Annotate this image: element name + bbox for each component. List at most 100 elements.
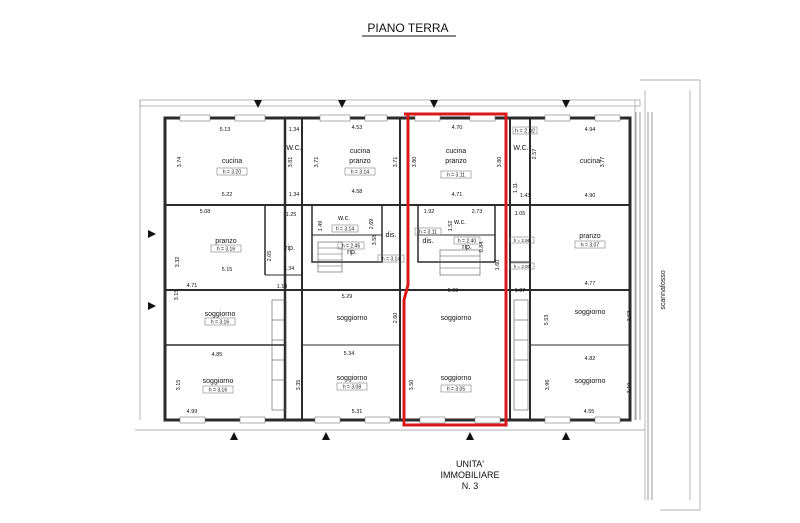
dimension: 2.73 [472,209,483,215]
height-tag: h = 3.11 [419,230,437,236]
room-name: dis. [423,238,434,245]
height-tag: h = 3.16 [217,247,235,253]
dimension: 2.05 [267,251,273,262]
dimension: h = 2.00 [514,264,531,269]
height-tag: h = 3.11 [447,173,465,179]
height-tag: h = 3.07 [581,243,599,249]
dimension: 5.08 [200,209,211,215]
scannafosso-strip [635,112,653,500]
dimension: 1.34 [289,127,300,133]
room-name: pranzo [445,158,467,165]
height-tag: h = 3.14 [351,170,369,176]
dimension: 2.69 [369,219,375,230]
unit-label-line2: IMMOBILIARE [440,470,499,480]
room-name: rip. [347,249,357,256]
dimension: 3.71 [314,157,320,168]
room-name: soggiorno [337,375,368,382]
room-name: soggiorno [575,378,606,385]
dimension: 4.71 [452,192,463,198]
dimension: 2.57 [532,149,538,160]
dimension: 4.82 [585,356,596,362]
dimension: 4.70 [452,125,463,131]
dimension: 1.07 [515,288,526,294]
dimension: 5.15 [222,267,233,273]
dimension: 5.22 [222,192,233,198]
height-tag: h = 2.40 [458,239,476,245]
room-name: pranzo [579,233,601,240]
dimension: 3.15 [174,290,180,301]
room-name: cucina [222,158,242,165]
scannafosso-label: scannafosso [660,270,667,309]
dimension: 1.92 [424,209,435,215]
dimension: 1.49 [318,221,324,232]
height-tag: h = 3.16 [209,388,227,394]
unit-label: UNITA' IMMOBILIARE N. 3 [440,459,499,491]
dimension: 3.50 [409,380,415,391]
height-tag: h = 2.45 [342,244,360,250]
room-name: soggiorno [337,315,368,322]
dimension: 1.05 [515,211,526,217]
dimension: 4.94 [585,127,596,133]
room-name: cucina [446,148,466,155]
dimension: 1.43 [520,193,531,199]
dimension: 4.99 [187,409,198,415]
dimension: 4.85 [212,352,223,358]
dimension: 3.15 [176,380,182,391]
room-name: soggiorno [203,378,234,385]
room-name: soggiorno [575,309,606,316]
stairs [271,241,529,411]
dimension: 1.52 [448,221,454,232]
dimension: 1.34 [289,192,300,198]
room-name: soggiorno [205,311,236,318]
dimension: 4.71 [187,283,198,289]
room-name: w.c. [337,215,350,222]
dimension: 4.58 [352,189,363,195]
dimension: 4.53 [352,125,363,131]
dimension: 5.31 [352,409,363,415]
dimension: 1.10 [277,284,288,290]
plan-title: PIANO TERRA [367,21,448,35]
entrance-arrows [148,100,570,440]
room-name: soggiorno [441,375,472,382]
dimension: 3.74 [177,157,183,168]
dimension: 4.77 [585,281,596,287]
dimension: 3.32 [175,257,181,268]
room-name: W.C. [513,145,528,152]
room-name: w.c. [453,219,466,226]
dimension: 3.58 [372,235,378,246]
room-name: rip. [285,245,295,252]
dimension: 4.90 [585,193,596,199]
dimension: 1.34 [284,266,295,272]
dimension: h = 2.96 [514,238,531,243]
height-tags: h = 3.20 h = 3.14 h = 3.11 h = 3.16 h = … [202,167,606,394]
room-name: cucina [580,158,600,165]
dimension: 5.13 [220,127,231,133]
unit-label-line3: N. 3 [462,481,479,491]
room-name: dis. [386,232,397,239]
room-name: W.C. [286,145,301,152]
room-name: rip. [462,244,472,251]
height-tag: h = 3.05 [447,387,465,393]
dimension: 3.77 [600,157,606,168]
unit-highlight [402,112,508,427]
dimension: 3.80 [497,157,503,168]
room-name: soggiorno [441,315,472,322]
dimension: 2.60 [393,313,399,324]
room-name: cucina [350,148,370,155]
dimension-labels: 5.13 1.34 4.53 4.70 h = 2.82 4.94 3.74 3… [174,125,633,415]
dimension: 1.25 [286,212,297,218]
site-lines [135,79,701,511]
height-tag: h = 3.08 [343,385,361,391]
dimension: 1.60 [495,260,501,271]
height-tag: h = 3.14 [336,227,354,233]
dimension: 3.81 [288,157,294,168]
room-labels: cucina W.C. cucina pranzo cucina pranzo … [203,145,606,385]
unit-label-line1: UNITA' [456,459,484,469]
height-tag: h = 3.20 [223,170,241,176]
room-name: pranzo [349,158,371,165]
dimension: 3.96 [545,380,551,391]
dimension: 5.29 [342,294,353,300]
dimension: h = 2.82 [515,129,535,135]
dimension: 0.84 [479,242,485,253]
